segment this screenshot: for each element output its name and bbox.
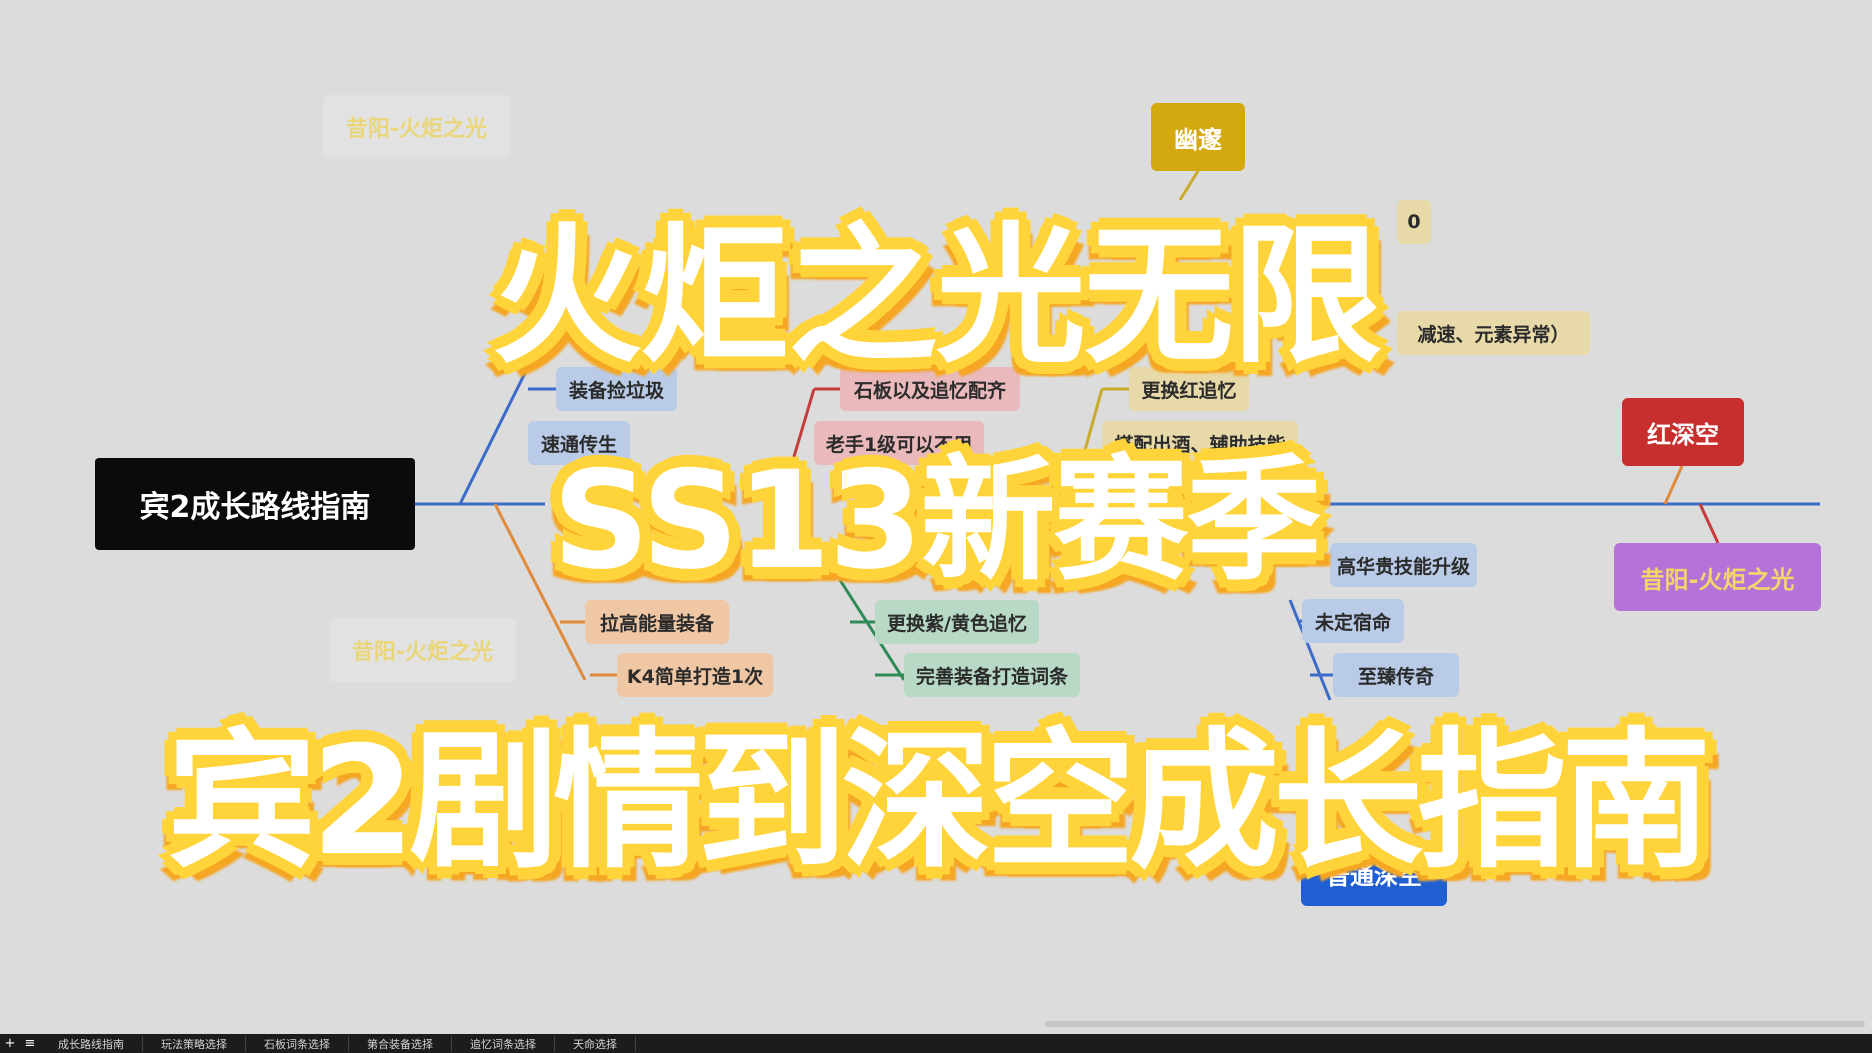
skill-upgrade-node[interactable]: 高华贵技能升级 xyxy=(1330,543,1477,587)
purple-tag-node[interactable]: 昔阳-火炬之光 xyxy=(1614,543,1821,611)
sheet-tab-bar: + ≡ 成长路线指南 玩法策略选择 石板词条选择 第合装备选择 追忆词条选择 天… xyxy=(0,1034,1872,1053)
hongshenkong-node[interactable]: 红深空 xyxy=(1622,398,1744,466)
faded-tag-node[interactable]: 昔阳-火炬之光 xyxy=(323,95,510,159)
faded-tag-node[interactable]: 昔阳-火炬之光 xyxy=(329,618,516,682)
sheet-tab[interactable]: 玩法策略选择 xyxy=(143,1035,246,1052)
slow-elemental-node[interactable]: 减速、元素异常） xyxy=(1397,311,1590,355)
sheet-tab[interactable]: 第合装备选择 xyxy=(349,1035,452,1052)
overlay-title-line2: SS13新赛季 xyxy=(550,440,1323,601)
purple-memory-node[interactable]: 更换紫/黄色追忆 xyxy=(875,600,1039,644)
speedrun-node[interactable]: 速通传生 xyxy=(528,421,630,465)
craft-affix-node[interactable]: 完善装备打造词条 xyxy=(904,653,1080,697)
support-skill-node[interactable]: 搭配出酒、辅助技能 xyxy=(1102,421,1298,465)
sheet-tab[interactable]: 石板词条选择 xyxy=(246,1035,349,1052)
add-sheet-icon[interactable]: + xyxy=(4,1036,16,1051)
yellow-partial-node[interactable]: 0 xyxy=(1397,200,1431,244)
slate-node[interactable]: 石板以及追忆配齐 xyxy=(840,367,1020,411)
energy-gear-node[interactable]: 拉高能量装备 xyxy=(585,600,729,644)
equipment-node[interactable]: 装备捡垃圾 xyxy=(556,367,677,411)
red-memory-node[interactable]: 更换红追忆 xyxy=(1129,367,1249,411)
sheet-tab[interactable]: 天命选择 xyxy=(555,1035,636,1052)
overlay-title-line1: 火炬之光无限 xyxy=(490,208,1384,386)
veteran-node[interactable]: 老手1级可以不用 xyxy=(814,421,984,465)
destiny-node[interactable]: 未定宿命 xyxy=(1302,599,1404,643)
legendary-node[interactable]: 至臻传奇 xyxy=(1333,653,1459,697)
k4-craft-node[interactable]: K4简单打造1次 xyxy=(617,653,773,697)
horizontal-scrollbar[interactable] xyxy=(1045,1021,1865,1027)
sheet-tab[interactable]: 追忆词条选择 xyxy=(452,1035,555,1052)
mindmap-root-node[interactable]: 宾2成长路线指南 xyxy=(95,458,415,550)
overlay-title-line3: 宾2剧情到深空成长指南 xyxy=(165,713,1713,891)
sheet-tab[interactable]: 成长路线指南 xyxy=(40,1035,143,1052)
youyi-node[interactable]: 幽邃 xyxy=(1151,103,1245,171)
sheet-list-icon[interactable]: ≡ xyxy=(24,1036,36,1051)
putong-shenkong-node[interactable]: 普通深空 xyxy=(1301,840,1447,906)
